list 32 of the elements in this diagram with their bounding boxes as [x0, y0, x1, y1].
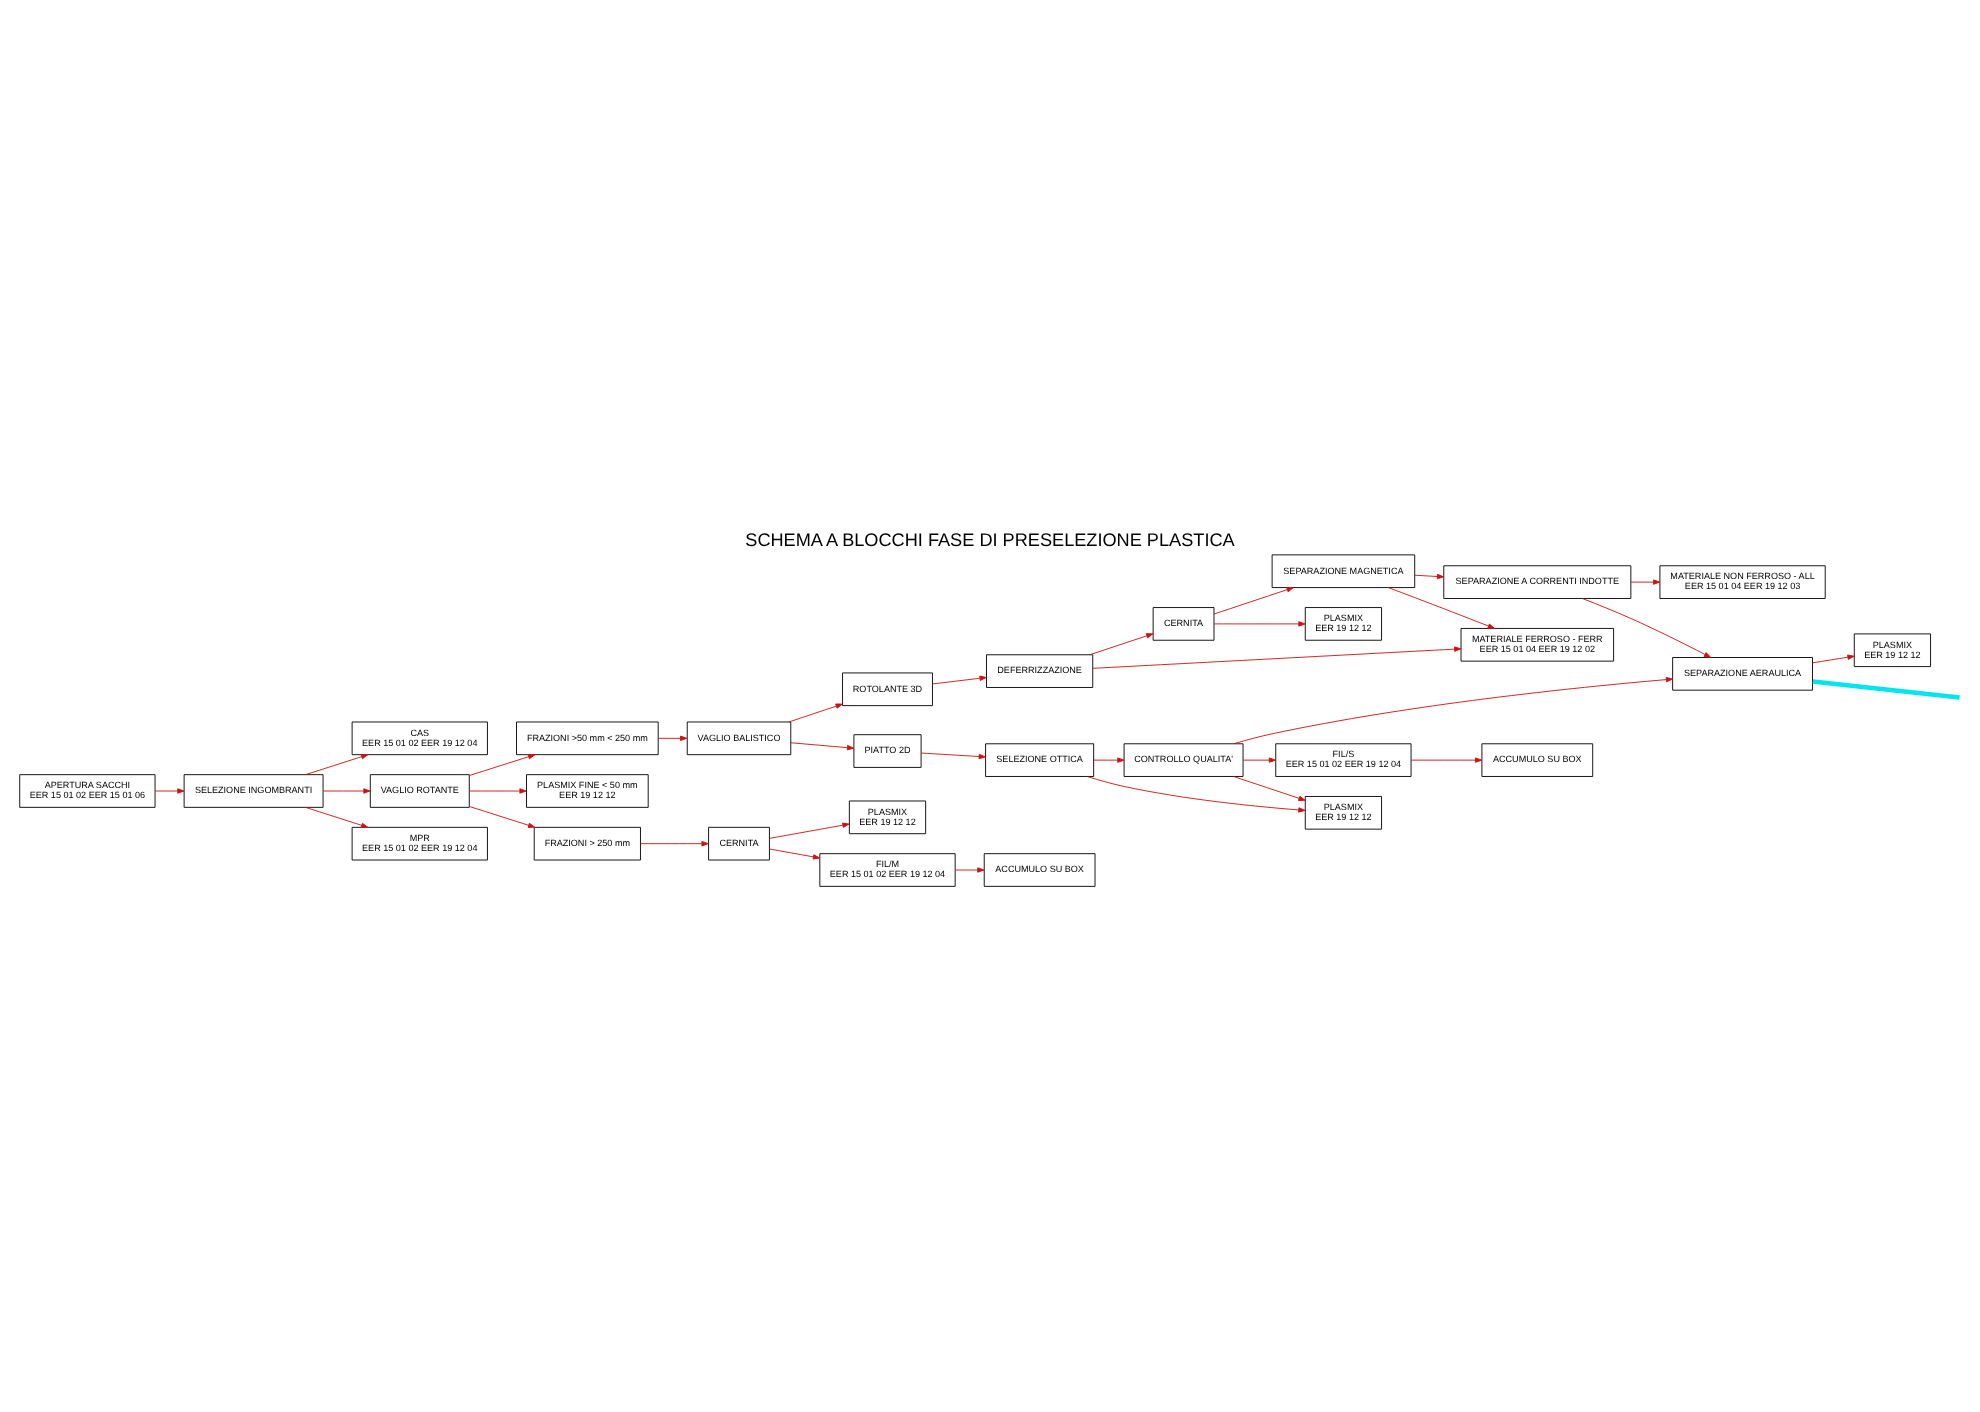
arrow — [1213, 620, 1306, 626]
diagram-title: SCHEMA A BLOCCHI FASE DI PRESELEZIONE PLASTICA — [745, 528, 1235, 549]
arrow — [1410, 756, 1483, 762]
arrow — [1414, 572, 1445, 579]
arrow — [469, 753, 536, 775]
arrow — [154, 787, 185, 793]
arrow — [788, 702, 843, 722]
connector — [1812, 678, 1960, 699]
arrow — [920, 751, 986, 759]
arrow — [469, 787, 527, 793]
arrow — [1086, 775, 1306, 812]
arrow — [305, 805, 369, 827]
arrow — [1092, 645, 1462, 668]
arrow — [1812, 653, 1855, 663]
arrow — [469, 805, 536, 827]
arrow — [1233, 775, 1306, 800]
arrow — [932, 674, 987, 684]
arrow — [305, 753, 369, 775]
arrow — [1089, 632, 1154, 655]
arrow — [1233, 675, 1674, 744]
arrow — [1242, 756, 1277, 762]
arrow — [322, 787, 371, 793]
arrow — [1093, 756, 1125, 762]
arrow — [954, 866, 985, 872]
arrow — [1213, 586, 1294, 614]
arrow — [657, 734, 688, 740]
arrow — [790, 741, 855, 750]
arrow — [1630, 578, 1661, 584]
arrow — [769, 821, 850, 838]
arrow — [769, 847, 821, 859]
arrow — [1387, 586, 1495, 628]
arrow — [640, 840, 709, 846]
